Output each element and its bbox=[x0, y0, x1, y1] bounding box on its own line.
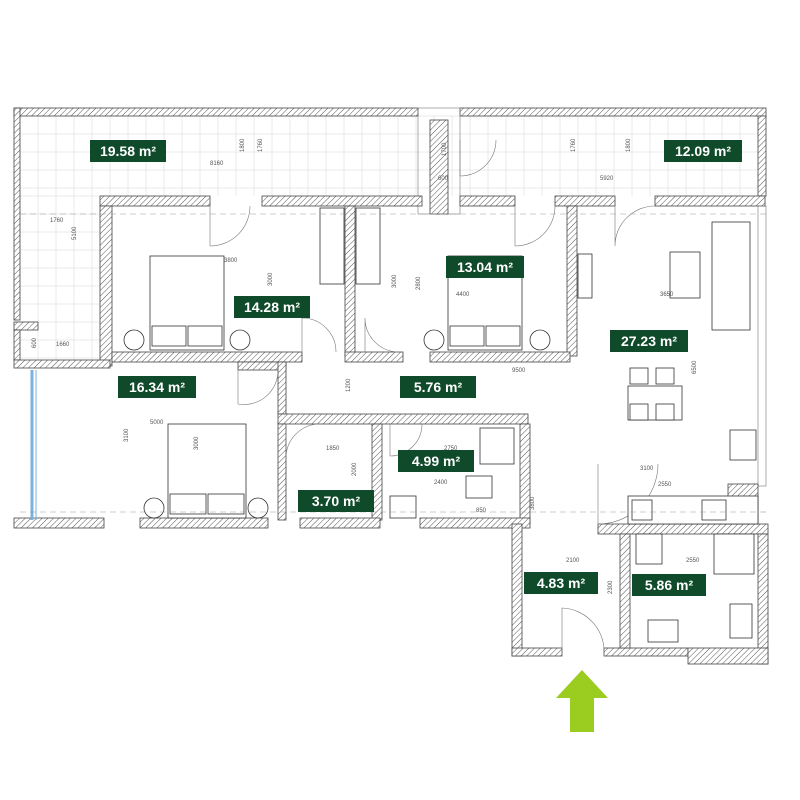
svg-text:5.76 m²: 5.76 m² bbox=[414, 379, 463, 395]
dim-label: 5920 bbox=[600, 176, 614, 182]
dim-label: 1800 bbox=[240, 138, 246, 152]
dim-label: 3100 bbox=[124, 428, 130, 442]
dim-label: 600 bbox=[32, 337, 38, 348]
dim-label: 1800 bbox=[626, 138, 632, 152]
dim-label: 2400 bbox=[434, 480, 448, 486]
svg-text:4.99 m²: 4.99 m² bbox=[412, 453, 461, 469]
dim-label: 5000 bbox=[150, 420, 164, 426]
area-badge-wc: 5.86 m² bbox=[632, 574, 706, 596]
furniture bbox=[123, 207, 759, 643]
terrace-grid bbox=[19, 115, 760, 360]
dim-label: 3000 bbox=[268, 272, 274, 286]
svg-text:4.83 m²: 4.83 m² bbox=[537, 575, 586, 591]
area-badge-bedroom-a: 14.28 m² bbox=[234, 296, 310, 318]
area-badge-entrance: 4.83 m² bbox=[524, 572, 598, 594]
dim-label: 2100 bbox=[566, 558, 580, 564]
area-badge-hallway: 5.76 m² bbox=[400, 376, 476, 398]
svg-text:19.58 m²: 19.58 m² bbox=[100, 143, 156, 159]
area-badge-living-room: 27.23 m² bbox=[610, 330, 688, 352]
entry-arrow-icon bbox=[556, 670, 608, 732]
dim-label: 1700 bbox=[442, 142, 448, 156]
svg-text:12.09 m²: 12.09 m² bbox=[675, 143, 731, 159]
terrace-frame bbox=[13, 107, 767, 361]
dim-label: 3000 bbox=[194, 436, 200, 450]
dim-label: 1760 bbox=[258, 138, 264, 152]
area-badge-bedroom-c: 16.34 m² bbox=[118, 376, 196, 398]
dim-label: 1760 bbox=[50, 218, 64, 224]
svg-text:16.34 m²: 16.34 m² bbox=[129, 379, 185, 395]
dim-label: 6500 bbox=[692, 360, 698, 374]
area-badges: 19.58 m² 12.09 m² 14.28 m² 13.04 m² 27.2… bbox=[90, 140, 742, 596]
area-badge-terrace-right: 12.09 m² bbox=[664, 140, 742, 162]
dim-label: 8160 bbox=[210, 161, 224, 167]
dim-label: 9500 bbox=[512, 368, 526, 374]
dim-label: 850 bbox=[476, 508, 487, 514]
svg-text:5.86 m²: 5.86 m² bbox=[645, 577, 694, 593]
left-window bbox=[30, 370, 37, 520]
dim-label: 2800 bbox=[416, 276, 422, 290]
svg-text:13.04 m²: 13.04 m² bbox=[457, 259, 513, 275]
dim-label: 3100 bbox=[640, 466, 654, 472]
apartment-walls bbox=[13, 195, 769, 665]
area-badge-bathroom: 4.99 m² bbox=[398, 450, 474, 472]
svg-text:27.23 m²: 27.23 m² bbox=[621, 333, 677, 349]
dim-label: 1200 bbox=[346, 378, 352, 392]
dim-label: 3800 bbox=[530, 496, 536, 510]
dim-label: 1760 bbox=[571, 138, 577, 152]
dim-label: 2550 bbox=[686, 558, 700, 564]
dim-label: 2000 bbox=[352, 462, 358, 476]
dim-label: 3800 bbox=[224, 258, 238, 264]
dim-label: 3650 bbox=[660, 292, 674, 298]
dimension-labels: 8160 1800 1760 600 1760 1800 5920 1700 1… bbox=[32, 138, 700, 594]
area-badge-terrace-left: 19.58 m² bbox=[90, 140, 166, 162]
area-badge-closet: 3.70 m² bbox=[298, 490, 374, 512]
dim-label: 1660 bbox=[56, 342, 70, 348]
dim-label: 5100 bbox=[72, 226, 78, 240]
dim-label: 4400 bbox=[456, 292, 470, 298]
dim-label: 2550 bbox=[658, 482, 672, 488]
dim-label: 2300 bbox=[608, 580, 614, 594]
area-badge-bedroom-b: 13.04 m² bbox=[446, 256, 524, 278]
guide-lines bbox=[20, 213, 770, 513]
dim-label: 1850 bbox=[326, 446, 340, 452]
dim-label: 3000 bbox=[392, 274, 398, 288]
svg-text:14.28 m²: 14.28 m² bbox=[244, 299, 300, 315]
dim-label: 2750 bbox=[444, 446, 458, 452]
dim-label: 600 bbox=[438, 176, 449, 182]
svg-text:3.70 m²: 3.70 m² bbox=[312, 493, 361, 509]
